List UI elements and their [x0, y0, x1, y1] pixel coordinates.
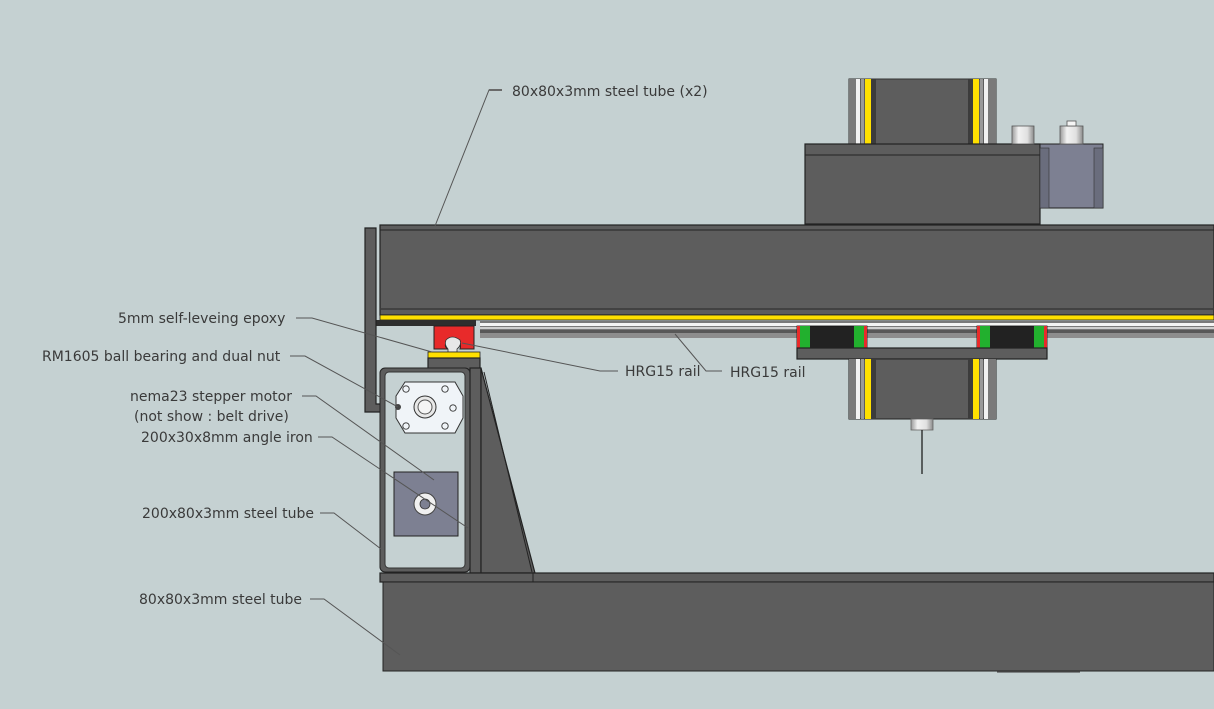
z-stepper-motor [1039, 143, 1104, 209]
label-epoxy: 5mm self-leveing epoxy [118, 311, 285, 327]
nema23-stepper-motor [393, 471, 459, 537]
rail-carriage-right [976, 325, 1048, 349]
ballnut-flange [395, 381, 464, 434]
top-gantry-tube [379, 224, 1214, 316]
bottom-steel-tube [382, 581, 1214, 673]
epoxy-layer-side [427, 351, 481, 371]
label-stepper-line2: (not show : belt drive) [134, 409, 289, 425]
label-side-tube: 200x80x3mm steel tube [142, 506, 314, 522]
leader-lines [290, 89, 722, 656]
label-top-tube: 80x80x3mm steel tube (x2) [512, 84, 708, 100]
angle-iron [469, 367, 536, 574]
label-rail-left: HRG15 rail [625, 364, 700, 380]
label-stepper-line1: nema23 stepper motor [130, 389, 292, 405]
rail-carriage-left [796, 325, 868, 349]
carriage-plate [796, 347, 1048, 360]
label-angle-iron: 200x30x8mm angle iron [141, 430, 313, 446]
z-axis-lower-extrusion [848, 358, 997, 420]
y-carriage-block [433, 325, 475, 353]
spindle-mount-block [804, 143, 1041, 225]
coupler-cylinder [1011, 120, 1084, 145]
epoxy-layer-top [376, 314, 1214, 326]
z-axis-upper-extrusion [848, 78, 997, 146]
label-bottom-tube: 80x80x3mm steel tube [139, 592, 302, 608]
label-ballnut: RM1605 ball bearing and dual nut [42, 349, 281, 365]
label-rail-right: HRG15 rail [730, 365, 805, 381]
bottom-plate [379, 572, 1214, 583]
spindle-collet [910, 418, 934, 474]
